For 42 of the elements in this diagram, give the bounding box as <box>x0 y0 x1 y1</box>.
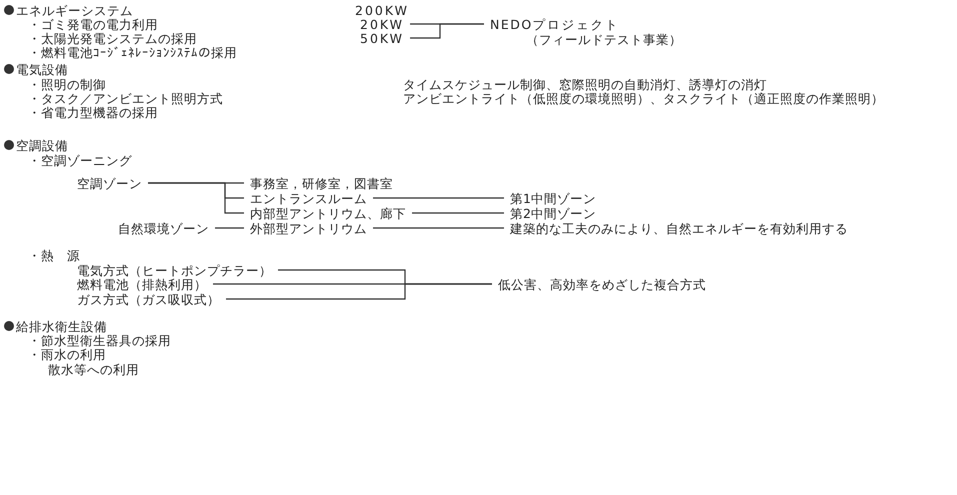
connector-line <box>373 227 504 229</box>
label-text: 散水等への利用 <box>48 362 139 376</box>
node-text: 空調ゾーン <box>77 176 142 190</box>
node-text: 外部型アントリウム <box>250 220 367 236</box>
node-text: 燃料電池（排熱利用） <box>77 276 207 292</box>
connector-line <box>412 212 504 214</box>
label-text: ・雨水の利用 <box>28 346 106 362</box>
node-text: 第1中間ゾーン <box>510 190 596 206</box>
node-text: 電気方式（ヒートポンプチラー） <box>77 262 272 278</box>
heading: 給排水衛生設備 <box>16 318 107 334</box>
heading: 空調設備 <box>16 138 68 152</box>
label-text: アンビエントライト（低照度の環境照明）、タスクライト（適正照度の作業照明） <box>403 90 884 106</box>
label-text: ・節水型衛生器具の採用 <box>28 332 171 348</box>
label-text: ・熱 源 <box>28 248 80 262</box>
label-text: ・省電力型機器の採用 <box>28 104 158 120</box>
connector-line <box>215 227 244 229</box>
heading: 電気設備 <box>16 62 68 76</box>
node-note: （フィールドテスト事業） <box>526 32 682 46</box>
label-text: ・燃料電池ｺｰｼﾞｪﾈﾚｰｼｮﾝｼｽﾃﾑの採用 <box>28 44 237 60</box>
node-text: ガス方式（ガス吸収式） <box>77 292 220 306</box>
node-text: 内部型アントリウム、廊下 <box>250 206 406 220</box>
label-text: ・空調ゾーニング <box>28 152 132 168</box>
label-text: ・タスク／アンビエント照明方式 <box>28 90 223 106</box>
connector-line <box>373 197 504 199</box>
label-text: 200KW <box>355 2 409 18</box>
connector-line <box>410 23 484 39</box>
node-text: 事務室，研修室，図書室 <box>250 176 393 190</box>
node-title: NEDOプロジェクト <box>490 16 621 32</box>
node-text: 低公害、高効率をめざした複合方式 <box>498 276 706 292</box>
label-text: ・照明の制御 <box>28 76 106 92</box>
node-text: エントランスルーム <box>250 190 367 206</box>
connector-line <box>148 182 244 214</box>
heading: エネルギーシステム <box>16 2 133 18</box>
label-text: タイムスケジュール制御、窓際照明の自動消灯、誘導灯の消灯 <box>403 76 767 92</box>
label-text: ・ゴミ発電の電力利用 <box>28 16 158 32</box>
node-text: 20KW <box>360 16 404 32</box>
label-text: ・太陽光発電システムの採用 <box>28 30 197 46</box>
node-text: 50KW <box>360 30 404 46</box>
node-text: 自然環境ゾーン <box>118 220 209 236</box>
node-text: 第2中間ゾーン <box>510 206 596 220</box>
node-text: 建築的な工夫のみにより、自然エネルギーを有効利用する <box>510 220 905 236</box>
connector-line <box>226 283 492 300</box>
